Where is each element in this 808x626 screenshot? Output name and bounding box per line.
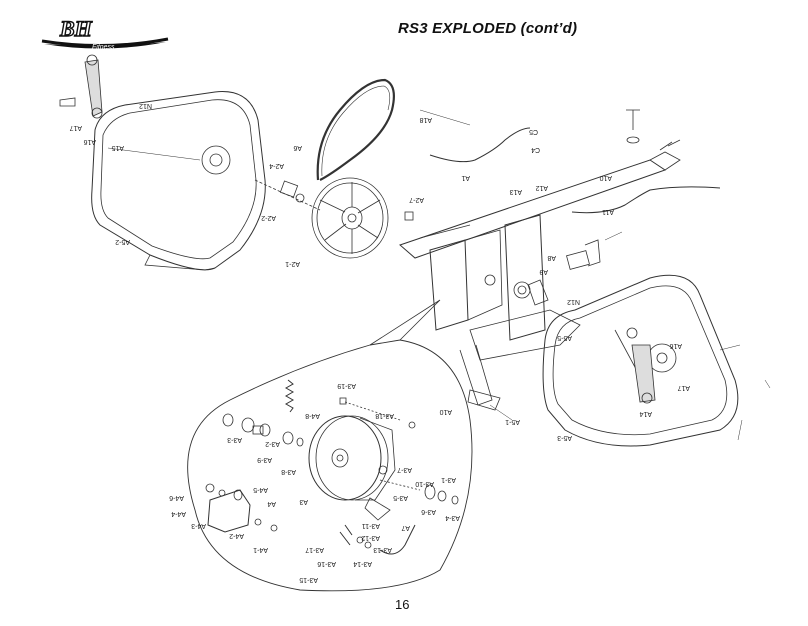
label-a3-11: A3-11	[362, 522, 380, 529]
sensor-wires	[429, 127, 721, 214]
label-a12: A12	[535, 184, 548, 191]
label-c4: C4	[531, 146, 540, 153]
pulley-axle	[254, 179, 414, 221]
label-a17-right: A17	[677, 384, 690, 391]
part-labels: N12 A17 A16 A15 A5-2 A6 A2-4 A2-2 A2-1 A…	[69, 102, 690, 583]
label-a3-12: A3-12	[361, 534, 380, 541]
label-a18: A18	[419, 116, 432, 123]
label-a14: A14	[639, 410, 652, 417]
label-a16-right: A16	[669, 342, 682, 349]
label-a4-2: A4-2	[229, 532, 244, 539]
label-a2-4: A2-4	[269, 162, 284, 169]
label-a10-top: A10	[599, 174, 612, 181]
leader-lines	[107, 109, 771, 441]
label-a3-16: A3-16	[317, 560, 336, 567]
sensor-bracket	[566, 239, 601, 270]
label-a2-1: A2-1	[285, 260, 300, 267]
label-a4-8: A4-8	[305, 412, 320, 419]
label-a3: A3	[299, 498, 308, 505]
label-a3-15: A3-15	[299, 576, 318, 583]
label-a3-2: A3-2	[265, 440, 280, 447]
label-a3-9: A3-9	[257, 456, 272, 463]
bh-fitness-logo: BH Fitness	[41, 15, 169, 51]
flywheel-bolt	[339, 397, 416, 429]
label-a3-4: A3-4	[445, 514, 460, 521]
label-a16-left: A16	[83, 138, 96, 145]
label-a3-1: A3-1	[441, 476, 456, 483]
label-a1: A1	[461, 174, 470, 181]
label-a10-mid: A10	[439, 408, 452, 415]
label-a4-1: A4-1	[253, 546, 268, 553]
label-a4-6: A4-6	[169, 494, 184, 501]
label-a5-2: A5-2	[115, 238, 130, 245]
label-a3-6: A3-6	[421, 508, 436, 515]
brake-cable	[339, 524, 416, 555]
label-a11: A11	[602, 208, 614, 215]
label-a9: A9	[539, 268, 548, 275]
tension-spring	[284, 379, 295, 413]
label-a8: A8	[547, 254, 556, 261]
label-a3-10: A3-10	[415, 480, 434, 487]
label-a3-5: A3-5	[393, 494, 408, 501]
label-c5: C5	[529, 128, 538, 135]
drive-pulley	[311, 177, 389, 259]
label-a7: A7	[401, 524, 410, 531]
label-a3-8: A3-8	[281, 468, 296, 475]
label-a3-18: A3-18	[375, 412, 394, 419]
label-a17-left: A17	[69, 124, 82, 131]
flywheel	[308, 415, 396, 501]
right-crank-arm	[631, 344, 656, 404]
detail-callout-oval	[187, 299, 473, 592]
left-crank-arm	[59, 54, 103, 119]
label-a3-14: A3-14	[353, 560, 372, 567]
label-a3-13: A3-13	[373, 546, 392, 553]
label-a4-3: A4-3	[191, 522, 206, 529]
left-side-cover	[91, 91, 266, 271]
label-a4-5: A4-5	[253, 486, 268, 493]
label-n12-left: N12	[139, 102, 152, 109]
drive-belt	[316, 78, 395, 181]
bearing-stack	[222, 413, 304, 447]
logo-subtext: Fitness	[92, 44, 115, 51]
label-a4-4: A4-4	[171, 510, 186, 517]
label-a2-7: A2-7	[409, 196, 424, 203]
top-right-bolt	[626, 109, 640, 144]
label-a3-19: A3-19	[337, 382, 356, 389]
upright-frame	[429, 214, 581, 411]
label-n12-right: N12	[567, 298, 580, 305]
label-a3-7: A3-7	[397, 466, 412, 473]
label-a5-1: A5-1	[505, 418, 520, 425]
label-a3-17: A3-17	[305, 546, 324, 553]
label-a15: A15	[111, 144, 124, 151]
main-frame-tube	[399, 151, 681, 259]
logo-letters: BH	[59, 16, 93, 41]
right-side-cover	[542, 274, 739, 447]
page-title: RS3 EXPLODED (cont’d)	[398, 20, 578, 37]
label-a4: A4	[267, 500, 276, 507]
label-a5-3: A5-3	[557, 434, 572, 441]
label-a13: A13	[509, 188, 522, 195]
label-a3-3: A3-3	[227, 436, 242, 443]
label-a2-2: A2-2	[261, 214, 276, 221]
brake-assembly	[364, 479, 459, 521]
idler-arm-assembly	[205, 483, 278, 533]
label-a6: A6	[293, 144, 302, 151]
label-a5-5: A5-5	[557, 334, 572, 341]
page-number: 16	[395, 597, 410, 612]
